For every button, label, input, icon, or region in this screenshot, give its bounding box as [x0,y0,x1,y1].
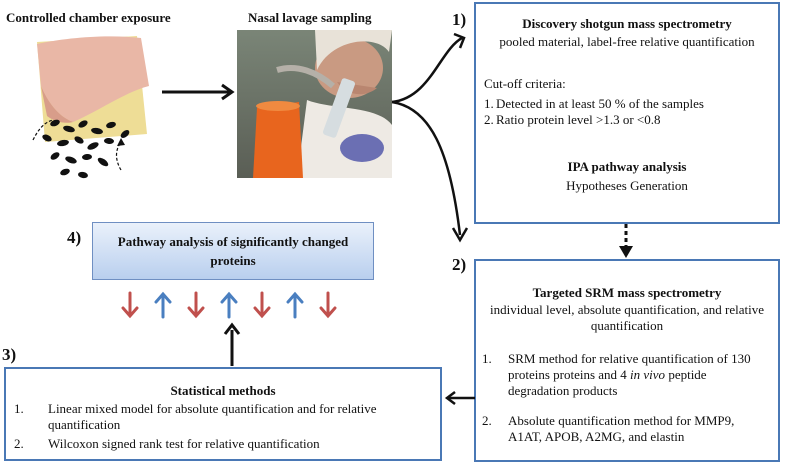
statistical-title: Statistical methods [170,383,276,398]
chamber-exposure-label: Controlled chamber exposure [6,10,171,25]
discovery-subtitle: pooled material, label-free relative qua… [499,34,755,49]
arrow-to-lavage [162,83,235,101]
step-3-label: 3) [2,345,17,364]
targeted-item: 2.Absolute quantification method for MMP… [482,413,735,444]
down-arrow-icon [187,291,205,319]
targeted-list: 1.SRM method for relative quantification… [482,351,766,445]
criteria-heading: Cut-off criteria: [484,76,566,91]
step-4-label: 4) [67,228,82,247]
change-arrows [121,291,337,319]
targeted-title: Targeted SRM mass spectrometry [532,285,722,300]
targeted-box: Targeted SRM mass spectrometry individua… [474,259,780,462]
targeted-item: 1.SRM method for relative quantification… [482,351,751,398]
nasal-lavage-label: Nasal lavage sampling [248,10,372,25]
pathway-title-2: proteins [210,253,256,268]
statistical-item: 2.Wilcoxon signed rank test for relative… [14,436,320,451]
down-arrow-icon [253,291,271,319]
down-arrow-icon [319,291,337,319]
ipa-subtitle: Hypotheses Generation [566,178,688,193]
arrow-to-statistical [444,391,475,405]
criteria-item: 1.Detected in at least 50 % of the sampl… [484,96,704,111]
pathway-box: Pathway analysis of significantly change… [92,222,374,280]
up-arrow-icon [286,291,304,319]
branch-arrows [391,32,469,243]
nasal-lavage-photo [237,30,392,178]
chamber-exposure-image [32,36,149,179]
step-1-label: 1) [452,10,467,29]
arrow-to-pathway [223,322,241,366]
step-2-label: 2) [452,255,467,274]
discovery-title: Discovery shotgun mass spectrometry [522,16,732,31]
up-arrow-icon [220,291,238,319]
down-arrow-icon [121,291,139,319]
criteria-list: 1.Detected in at least 50 % of the sampl… [484,96,774,128]
targeted-subtitle-1: individual level, absolute quantificatio… [490,302,764,317]
pathway-title-1: Pathway analysis of significantly change… [117,234,349,249]
statistical-list: 1.Linear mixed model for absolute quanti… [14,401,434,452]
ipa-title: IPA pathway analysis [567,159,687,174]
statistical-item: 1.Linear mixed model for absolute quanti… [14,401,377,432]
dotted-arrow [619,224,633,258]
criteria-item: 2.Ratio protein level >1.3 or <0.8 [484,112,661,127]
statistical-box: Statistical methods 1.Linear mixed model… [4,367,442,461]
targeted-subtitle-2: quantification [590,318,664,333]
up-arrow-icon [154,291,172,319]
discovery-box: Discovery shotgun mass spectrometry pool… [474,2,780,224]
